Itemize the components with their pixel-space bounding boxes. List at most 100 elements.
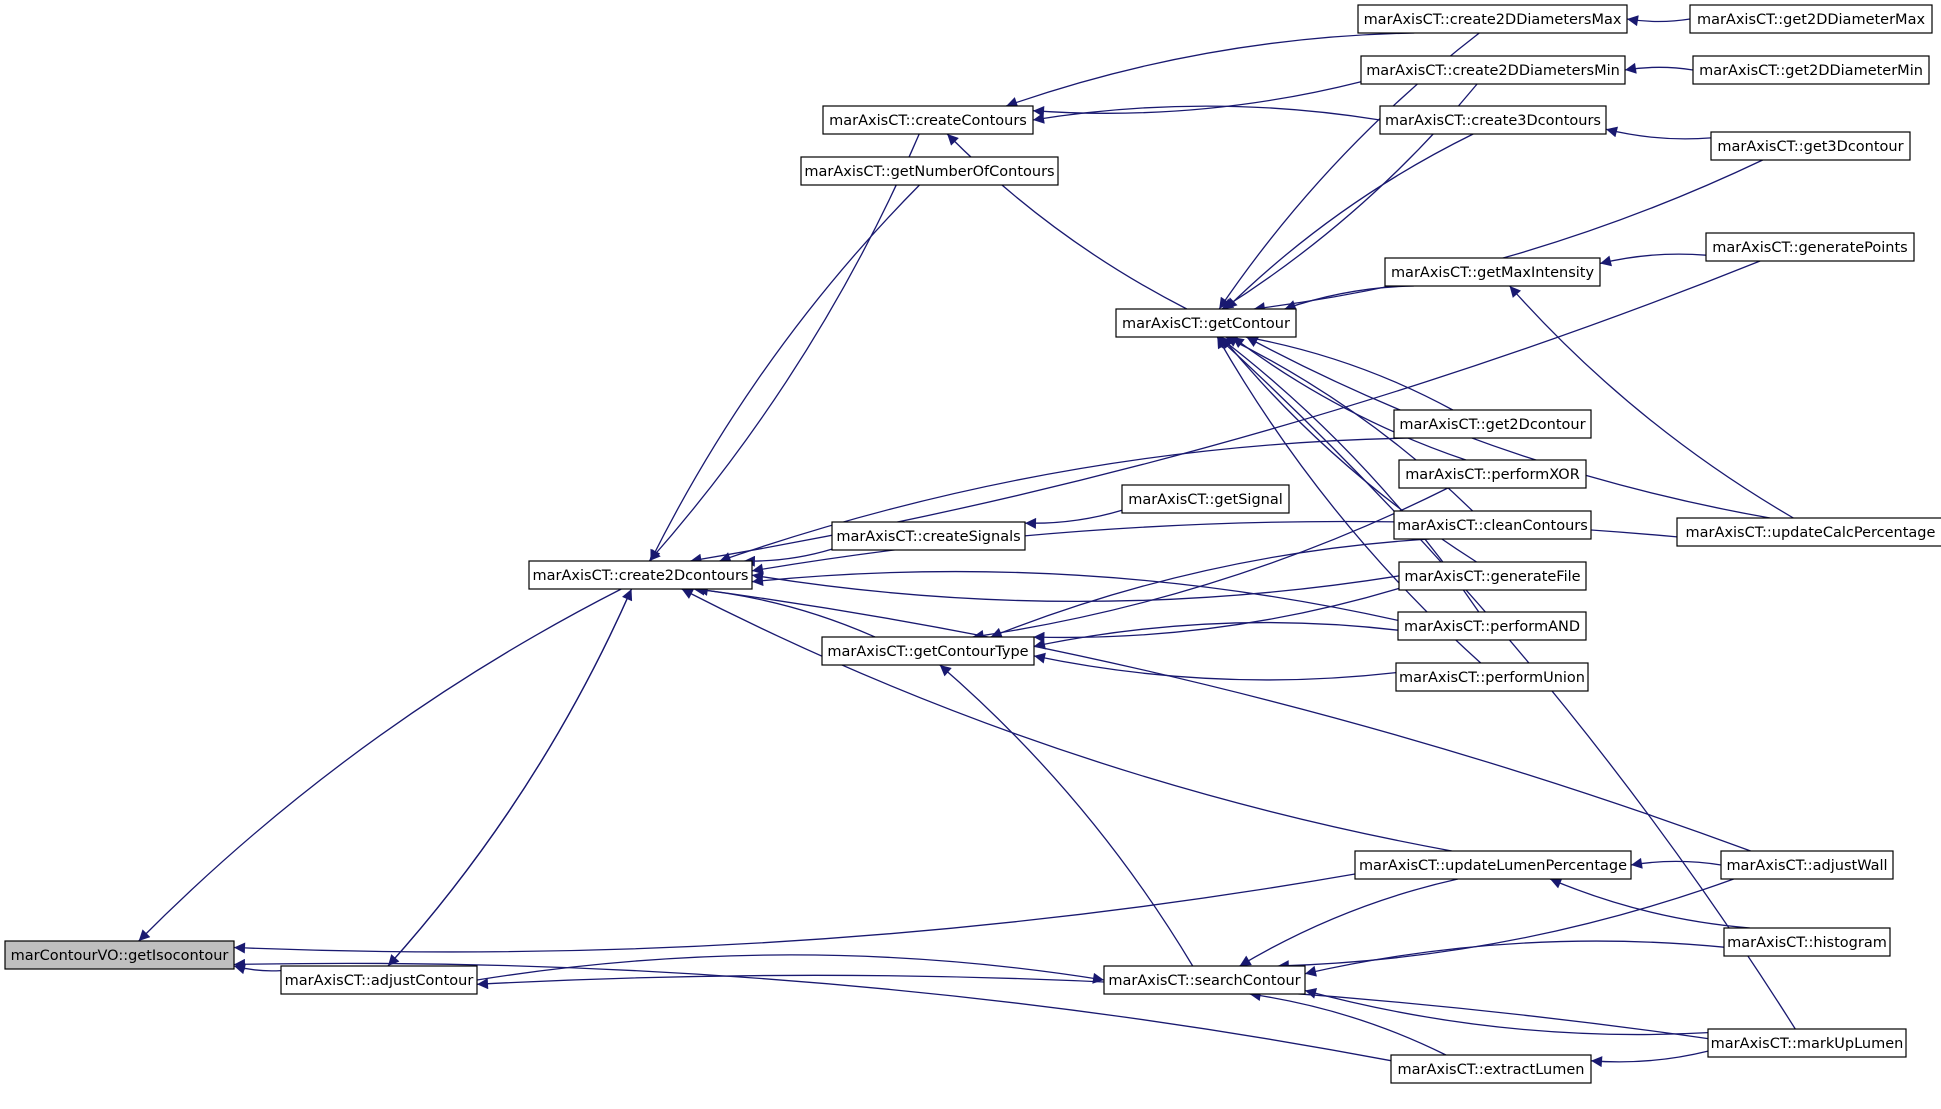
edge-generatePoints-to-getMaxIntensity [1599,253,1707,267]
node-label: marAxisCT::createSignals [836,529,1020,545]
node-label: marAxisCT::create2DDiametersMax [1364,12,1622,28]
edge-markUpLumen-to-searchContour [1304,988,1709,1036]
node-getContourType[interactable]: marAxisCT::getContourType [821,636,1035,666]
node-cleanContours[interactable]: marAxisCT::cleanContours [1393,510,1592,540]
edge-get3Dcontour-to-getContour [1253,159,1763,314]
edge-adjustWall-to-create2Dcontours [696,585,1751,852]
node-label: marAxisCT::getContourType [827,644,1028,660]
node-performUnion[interactable]: marAxisCT::performUnion [1395,662,1589,692]
node-label: marAxisCT::create3Dcontours [1385,113,1601,129]
edge-get2Dcontour-to-getContour [1245,333,1454,411]
node-getNumberOfContours[interactable]: marAxisCT::getNumberOfContours [800,156,1059,186]
edge-get3Dcontour-to-create3Dcontours [1605,126,1712,140]
node-label: marAxisCT::getMaxIntensity [1391,265,1595,281]
edge-get2DDiameterMin-to-create2DDiametersMin [1624,62,1694,74]
edge-updateLumenPercentage-to-create2Dcontours [681,588,1452,852]
node-label: marAxisCT::searchContour [1108,973,1300,989]
node-box [1379,105,1607,135]
node-extractLumen[interactable]: marAxisCT::extractLumen [1390,1054,1592,1084]
edge-updateCalcPercentage-to-getContour [1246,336,1771,519]
node-label: marAxisCT::extractLumen [1398,1062,1585,1078]
node-label: marAxisCT::get2DDiameterMax [1697,12,1926,28]
node-box [280,965,478,995]
node-getContour[interactable]: marAxisCT::getContour [1115,308,1297,338]
node-get3Dcontour[interactable]: marAxisCT::get3Dcontour [1710,131,1911,161]
node-label: marAxisCT::adjustWall [1726,858,1887,874]
node-getSignal[interactable]: marAxisCT::getSignal [1121,484,1290,514]
edge-create3Dcontours-to-getContour [1225,133,1474,310]
edge-createSignals-to-create2Dcontours [743,548,833,567]
node-create2DDiametersMin[interactable]: marAxisCT::create2DDiametersMin [1360,55,1626,85]
node-label: marAxisCT::get2DDiameterMin [1699,63,1923,79]
edge-get2Dcontour-to-create2Dcontours [719,437,1414,563]
node-label: marAxisCT::adjustContour [285,973,474,989]
edge-performXOR-to-getContour [1232,336,1467,461]
node-createContours[interactable]: marAxisCT::createContours [822,105,1034,135]
edge-createContours-to-create2Dcontours [648,133,920,562]
node-label: marAxisCT::create2Dcontours [533,568,749,584]
edge-histogram-to-updateLumenPercentage [1549,878,1750,929]
node-create2DDiametersMax[interactable]: marAxisCT::create2DDiametersMax [1357,4,1628,34]
edge-create2DDiametersMax-to-createContours [1005,32,1415,108]
edge-cleanContours-to-getContourType [990,538,1430,639]
node-label: marAxisCT::histogram [1727,935,1887,951]
node-getMaxIntensity[interactable]: marAxisCT::getMaxIntensity [1384,257,1601,287]
node-box [1692,55,1930,85]
node-markUpLumen[interactable]: marAxisCT::markUpLumen [1707,1028,1907,1058]
node-performXOR[interactable]: marAxisCT::performXOR [1398,459,1587,489]
nodes-layer: marContourVO::getIsocontourmarAxisCT::ad… [4,4,1941,1084]
node-adjustContour[interactable]: marAxisCT::adjustContour [280,965,478,995]
node-box [1393,409,1592,439]
node-updateLumenPercentage[interactable]: marAxisCT::updateLumenPercentage [1354,850,1632,880]
node-generatePoints[interactable]: marAxisCT::generatePoints [1705,232,1915,262]
node-box [1393,510,1592,540]
node-box [1395,662,1589,692]
node-label: marAxisCT::generatePoints [1712,240,1907,256]
node-label: marAxisCT::performAND [1404,619,1580,635]
node-box [831,521,1026,551]
edge-searchContour-to-getContourType [939,664,1194,967]
edge-performAND-to-getContourType [1033,621,1399,650]
edge-getContourType-to-create2Dcontours [693,584,876,638]
node-histogram[interactable]: marAxisCT::histogram [1723,927,1891,957]
node-box [1398,561,1587,591]
edge-get2DDiameterMax-to-create2DDiametersMax [1626,15,1691,27]
node-createSignals[interactable]: marAxisCT::createSignals [831,521,1026,551]
node-label: marAxisCT::performUnion [1399,670,1585,686]
node-box [1707,1028,1907,1058]
edge-extractLumen-to-getIsocontour [233,958,1392,1062]
node-box [1360,55,1626,85]
node-box [1121,484,1290,514]
node-label: marAxisCT::getSignal [1128,492,1283,508]
node-box [1397,611,1587,641]
node-box [1103,965,1306,995]
node-box [1723,927,1891,957]
node-box [1390,1054,1592,1084]
node-box [1689,4,1933,34]
node-adjustWall[interactable]: marAxisCT::adjustWall [1720,850,1894,880]
node-searchContour[interactable]: marAxisCT::searchContour [1103,965,1306,995]
node-getIsocontour[interactable]: marContourVO::getIsocontour [4,940,235,970]
node-box [821,636,1035,666]
node-label: marAxisCT::createContours [829,113,1027,129]
edge-adjustContour-to-searchContour [476,954,1105,984]
node-get2DDiameterMin[interactable]: marAxisCT::get2DDiameterMin [1692,55,1930,85]
node-label: marAxisCT::updateLumenPercentage [1359,858,1627,874]
edge-updateLumenPercentage-to-searchContour [1239,878,1459,967]
node-box [1398,459,1587,489]
edge-performAND-to-create2Dcontours [751,570,1399,622]
node-label: marAxisCT::cleanContours [1397,518,1588,534]
node-box [1384,257,1601,287]
node-create3Dcontours[interactable]: marAxisCT::create3Dcontours [1379,105,1607,135]
node-get2Dcontour[interactable]: marAxisCT::get2Dcontour [1393,409,1592,439]
node-label: marAxisCT::markUpLumen [1711,1036,1904,1052]
node-updateCalcPercentage[interactable]: marAxisCT::updateCalcPercentage [1676,517,1941,547]
node-box [1710,131,1911,161]
node-performAND[interactable]: marAxisCT::performAND [1397,611,1587,641]
node-get2DDiameterMax[interactable]: marAxisCT::get2DDiameterMax [1689,4,1933,34]
node-generateFile[interactable]: marAxisCT::generateFile [1398,561,1587,591]
node-box [1720,850,1894,880]
node-create2Dcontours[interactable]: marAxisCT::create2Dcontours [528,560,753,590]
node-box [528,560,753,590]
node-box [822,105,1034,135]
